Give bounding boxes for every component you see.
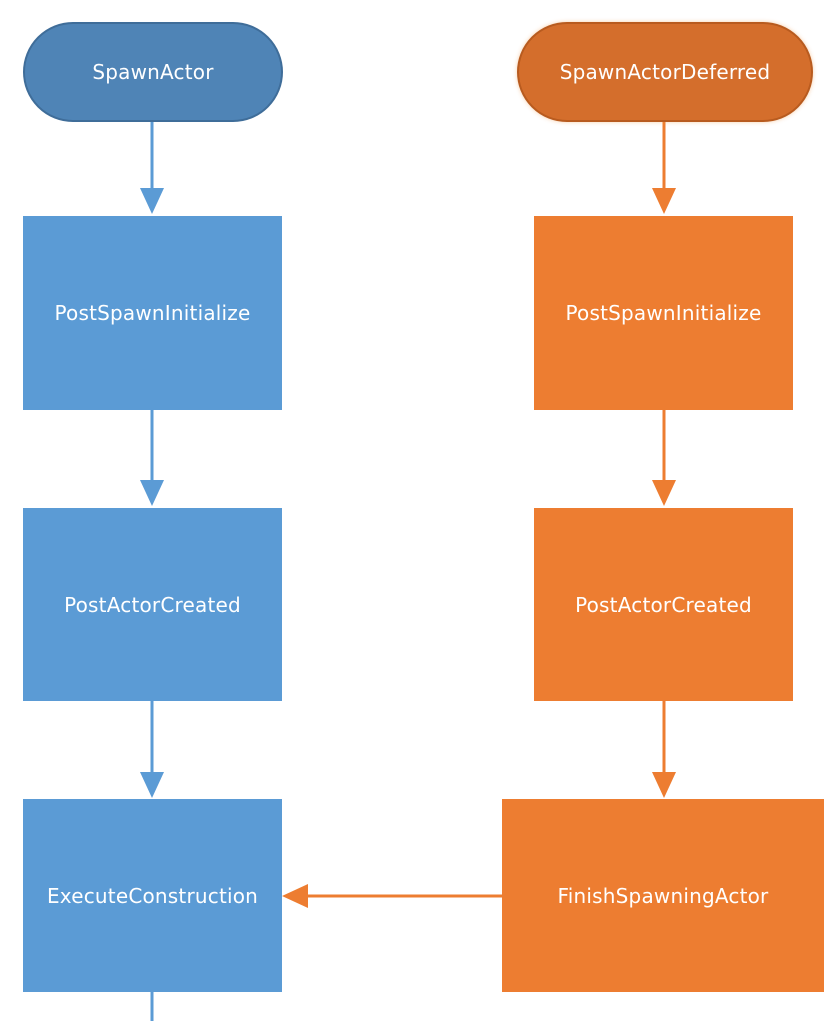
process-node-postactorcreated-right: PostActorCreated	[534, 508, 793, 701]
start-node-spawnactor: SpawnActor	[23, 22, 283, 122]
process-node-label: PostSpawnInitialize	[54, 301, 251, 325]
process-node-label: PostActorCreated	[64, 592, 241, 617]
process-node-postspawninitialize-left: PostSpawnInitialize	[23, 216, 282, 410]
arrowhead-down-icon	[652, 480, 676, 506]
start-node-spawnactordeferred: SpawnActorDeferred	[517, 22, 813, 122]
process-node-executeconstruction: ExecuteConstruction	[23, 799, 282, 992]
arrowhead-down-icon	[652, 188, 676, 214]
arrowhead-down-icon	[140, 772, 164, 798]
process-node-finishspawningactor: FinishSpawningActor	[502, 799, 824, 992]
start-node-label: SpawnActorDeferred	[559, 60, 771, 84]
left-connectors	[140, 121, 164, 1021]
process-node-label: FinishSpawningActor	[557, 883, 769, 908]
start-node-label: SpawnActor	[92, 60, 214, 84]
arrowhead-down-icon	[140, 188, 164, 214]
arrowhead-left-icon	[282, 884, 308, 908]
arrowhead-down-icon	[140, 480, 164, 506]
process-node-label: PostActorCreated	[575, 592, 752, 617]
arrowhead-down-icon	[652, 772, 676, 798]
right-connectors	[282, 121, 676, 908]
process-node-postspawninitialize-right: PostSpawnInitialize	[534, 216, 793, 410]
process-node-label: PostSpawnInitialize	[565, 301, 762, 325]
process-node-label: ExecuteConstruction	[46, 883, 259, 908]
process-node-postactorcreated-left: PostActorCreated	[23, 508, 282, 701]
